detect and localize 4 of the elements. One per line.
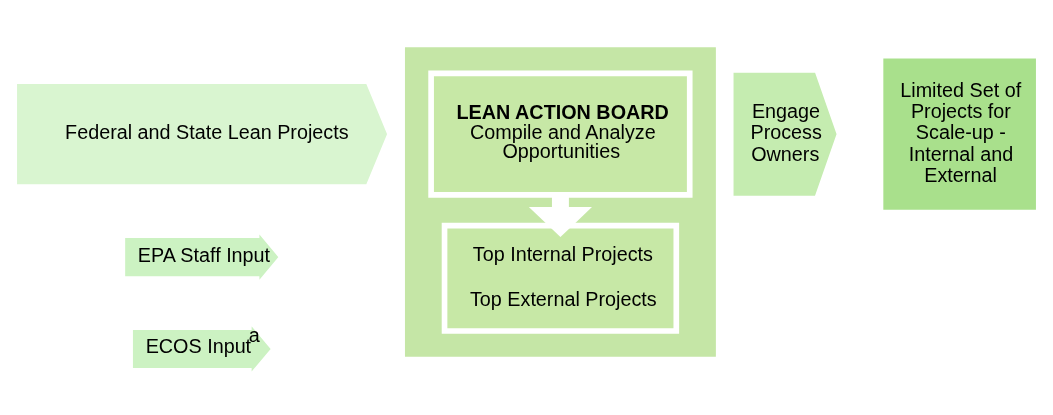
node-box: Top Internal Projects Top External Projects bbox=[441, 222, 680, 334]
node-box: LEAN ACTION BOARD Compile and Analyze Opportunities bbox=[428, 70, 693, 198]
cluster bbox=[404, 46, 716, 357]
arrow bbox=[528, 194, 592, 237]
